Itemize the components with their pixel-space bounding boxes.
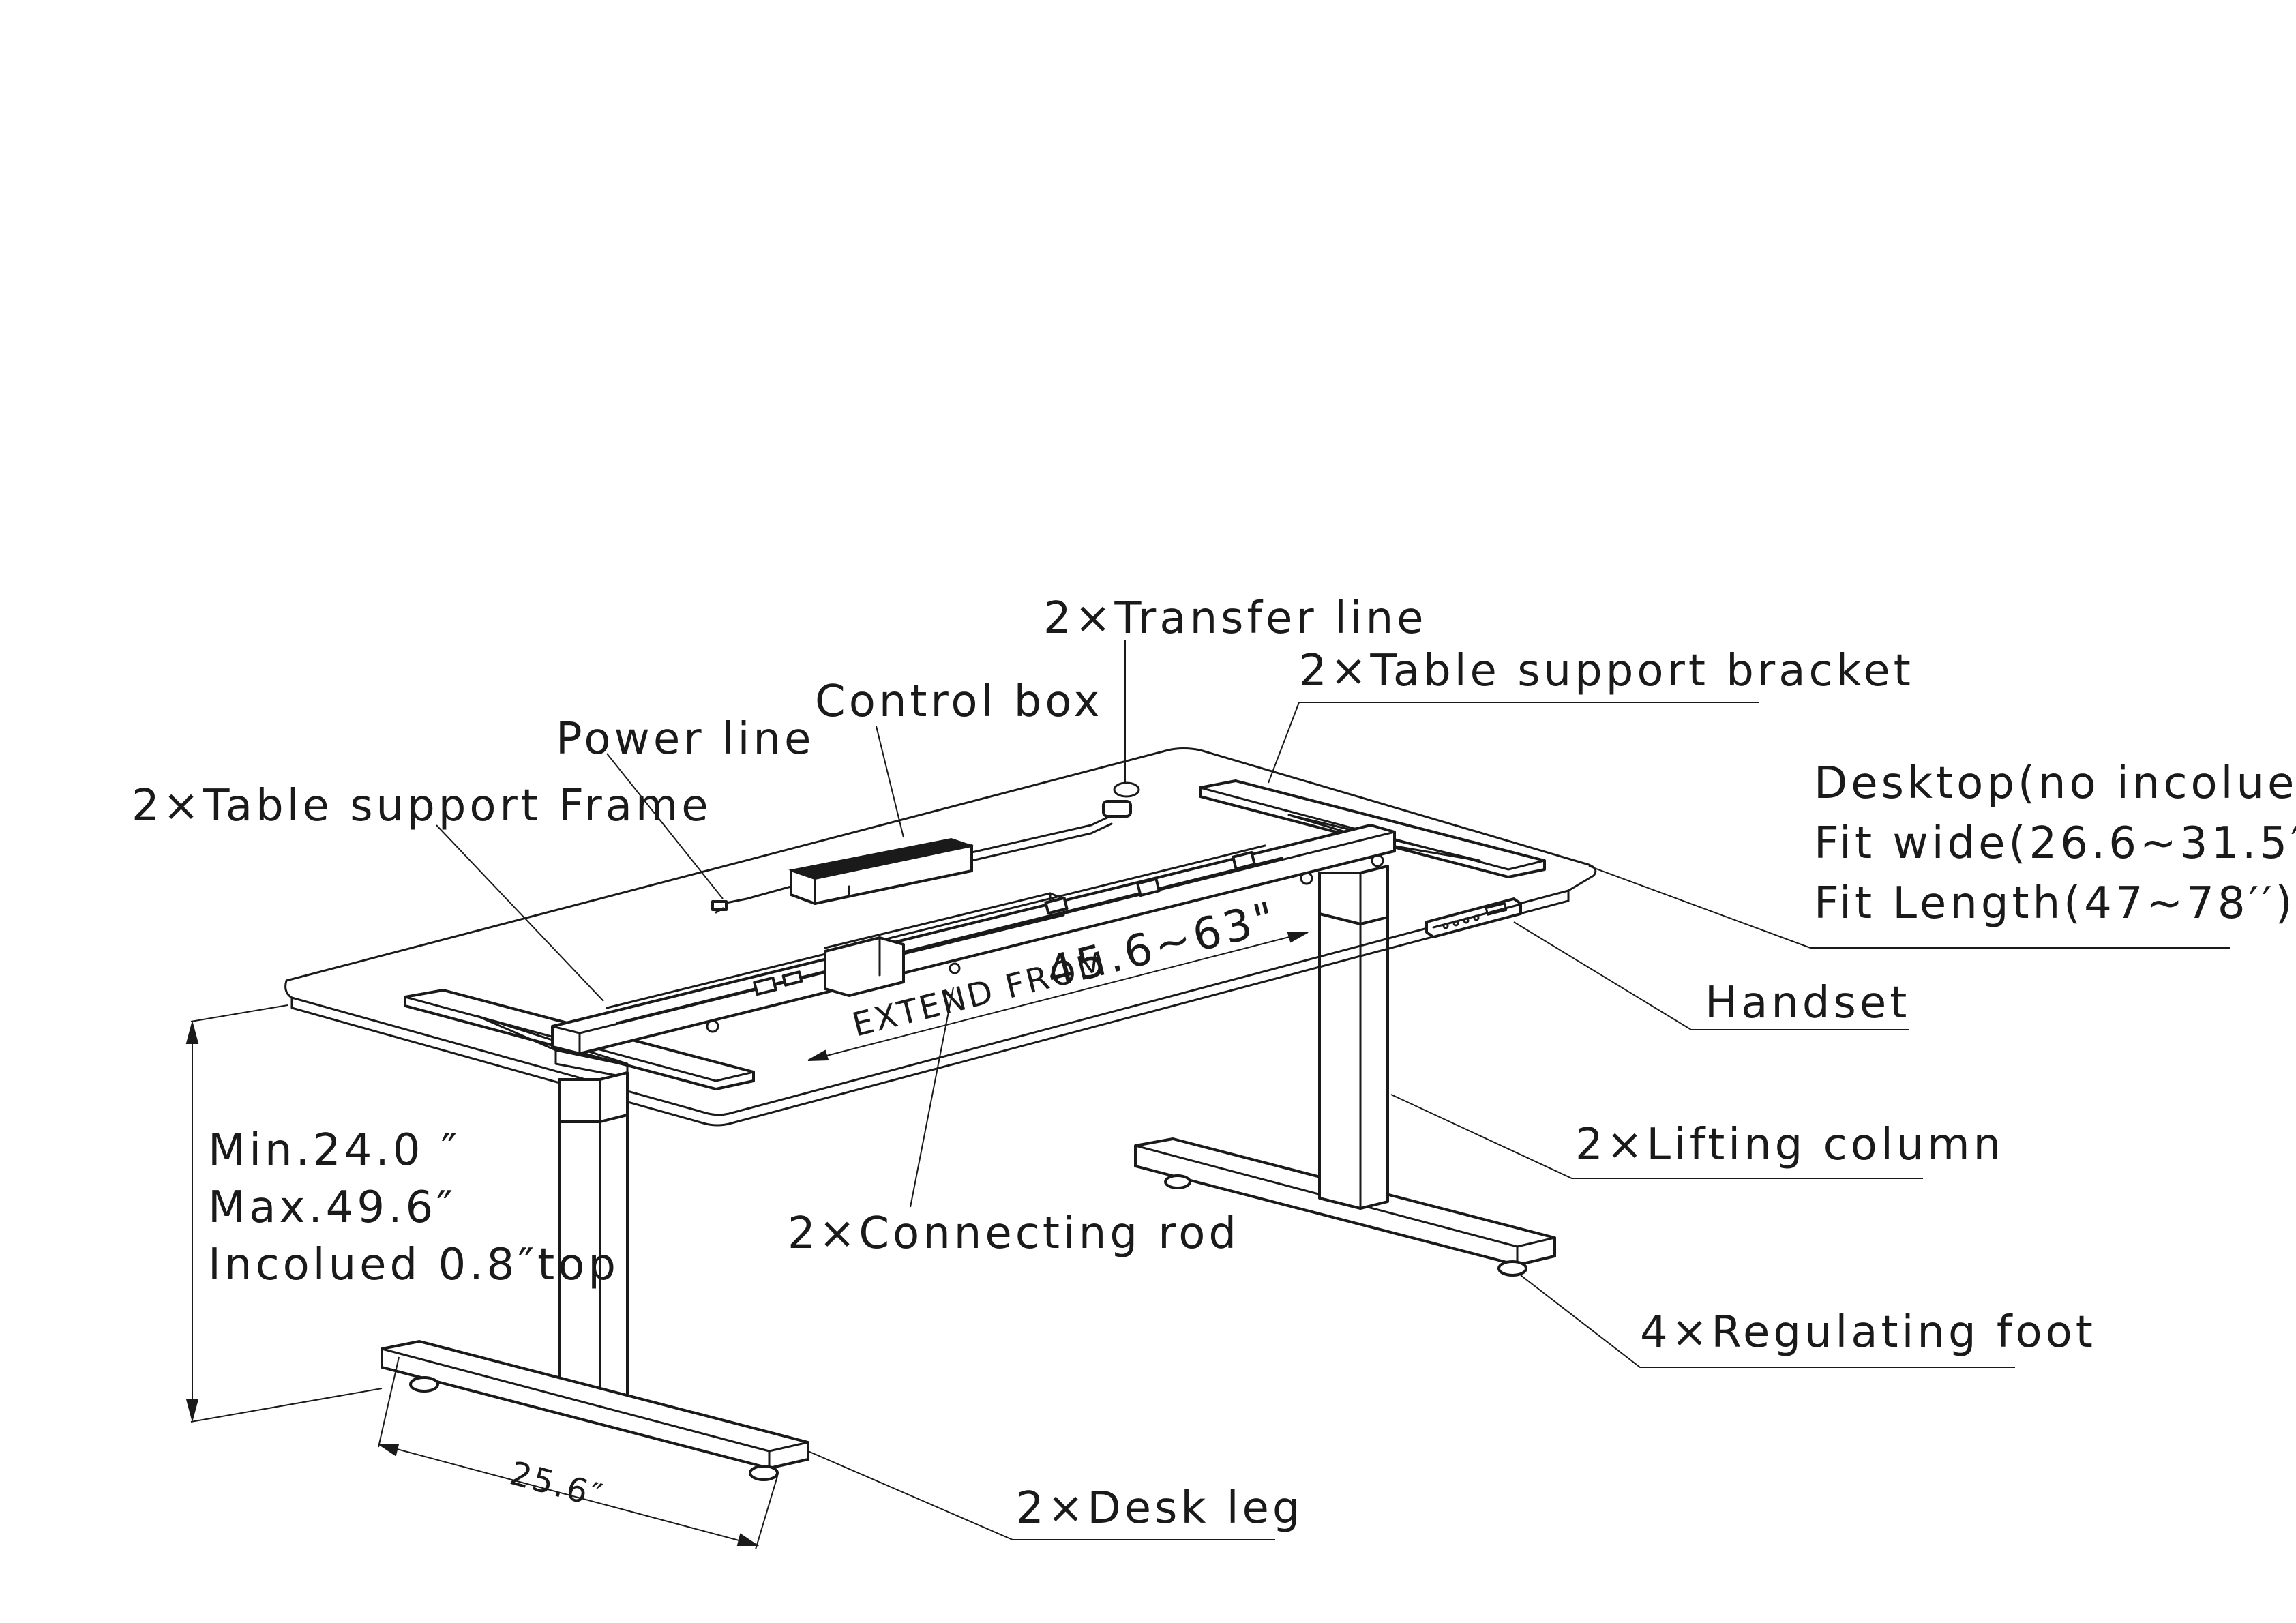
transfer-line-label: 2×Transfer line: [1043, 593, 1427, 644]
desktop-outline: [284, 747, 1597, 1127]
height-min-label: Min.24.0 ″: [208, 1125, 461, 1176]
connecting-rod-label: 2×Connecting rod: [788, 1208, 1240, 1259]
handset: [1425, 897, 1522, 938]
table-support-frame: [551, 824, 1396, 1055]
extend-dimension-arrow: [807, 932, 1309, 1061]
desk-leg-label: 2×Desk leg: [1016, 1483, 1304, 1534]
regulating-foot-icon: [1164, 1174, 1191, 1189]
regulating-foot-icon: [409, 1376, 439, 1393]
leg-width-dimension: [376, 1356, 778, 1550]
handset-label: Handset: [1705, 978, 1910, 1028]
right-desk-leg: [1134, 865, 1556, 1277]
leg-width-label: 25.6″: [506, 1454, 608, 1515]
height-top-label: Incolued 0.8″top: [208, 1240, 619, 1290]
power-line-label: Power line: [556, 714, 814, 764]
regulating-foot-icon: [749, 1465, 779, 1481]
table-support-bracket-label: 2×Table support bracket: [1299, 646, 1914, 696]
control-box: [788, 837, 974, 905]
height-max-label: Max.49.6″: [208, 1182, 456, 1233]
regulating-foot-icon: [1497, 1260, 1527, 1277]
desktop-label-line1: Desktop(no incolued): [1814, 758, 2296, 809]
control-box-label: Control box: [815, 676, 1103, 727]
leg-width-label-group: 25.6″: [506, 1454, 608, 1515]
leader-lines: [436, 640, 2230, 1540]
desktop-label-line2: Fit wide(26.6~31.5′): [1814, 818, 2296, 869]
table-support-frame-label: 2×Table support Frame: [132, 781, 712, 831]
desktop-label-line3: Fit Length(47~78′′): [1814, 878, 2296, 929]
height-dimension: [185, 1004, 383, 1423]
left-desk-leg: [381, 1071, 809, 1481]
power-line: [711, 885, 792, 914]
transfer-line: [970, 781, 1140, 862]
lifting-column-label: 2×Lifting column: [1575, 1120, 2004, 1170]
regulating-foot-label: 4×Regulating foot: [1640, 1307, 2096, 1358]
